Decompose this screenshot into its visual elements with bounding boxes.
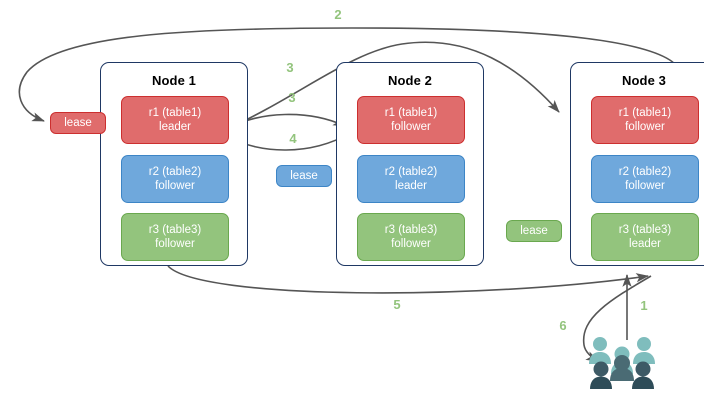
replica-node1-r3[interactable]: r3 (table3) follower [121,213,229,261]
replica-name: r1 (table1) [384,107,438,119]
replica-name: r2 (table2) [148,166,202,178]
replica-node3-r2[interactable]: r2 (table2) follower [591,155,699,203]
people-group-icon [589,337,655,389]
replica-node2-r3[interactable]: r3 (table3) follower [357,213,465,261]
replica-node2-r1[interactable]: r1 (table1) follower [357,96,465,144]
node-title-3: Node 3 [622,73,666,88]
step-label-6: 6 [559,318,567,333]
step-label-3-lower: 3 [288,90,296,105]
lease-badge-red[interactable]: lease [50,112,106,134]
replica-node3-r1[interactable]: r1 (table1) follower [591,96,699,144]
replica-name: r1 (table1) [148,107,202,119]
replica-name: r1 (table1) [618,107,672,119]
replica-role: follower [155,180,195,192]
step-label-2: 2 [334,7,342,22]
replica-node3-r3[interactable]: r3 (table3) leader [591,213,699,261]
node-box-2[interactable]: Node 2 r1 (table1) follower r2 (table2) … [336,62,484,266]
step-label-5: 5 [393,297,401,312]
replica-role: follower [625,180,665,192]
node-title-1: Node 1 [152,73,196,88]
replica-name: r3 (table3) [148,224,202,236]
replica-node2-r2[interactable]: r2 (table2) leader [357,155,465,203]
step-label-4: 4 [289,131,297,146]
step-label-1: 1 [640,298,648,313]
replica-role: leader [629,238,661,250]
replica-role: follower [391,121,431,133]
replica-node1-r1[interactable]: r1 (table1) leader [121,96,229,144]
replica-role: leader [159,121,191,133]
replica-name: r2 (table2) [618,166,672,178]
replica-role: follower [391,238,431,250]
edge-step-5 [167,265,649,294]
node-title-2: Node 2 [388,73,432,88]
replica-name: r3 (table3) [384,224,438,236]
step-label-3-upper: 3 [286,60,294,75]
node-box-1[interactable]: Node 1 r1 (table1) leader r2 (table2) fo… [100,62,248,266]
replica-name: r3 (table3) [618,224,672,236]
lease-badge-green[interactable]: lease [506,220,562,242]
replica-role: follower [155,238,195,250]
replica-name: r2 (table2) [384,166,438,178]
replica-role: follower [625,121,665,133]
lease-badge-blue[interactable]: lease [276,165,332,187]
replica-role: leader [395,180,427,192]
node-box-3[interactable]: Node 3 r1 (table1) follower r2 (table2) … [570,62,704,266]
replica-node1-r2[interactable]: r2 (table2) follower [121,155,229,203]
